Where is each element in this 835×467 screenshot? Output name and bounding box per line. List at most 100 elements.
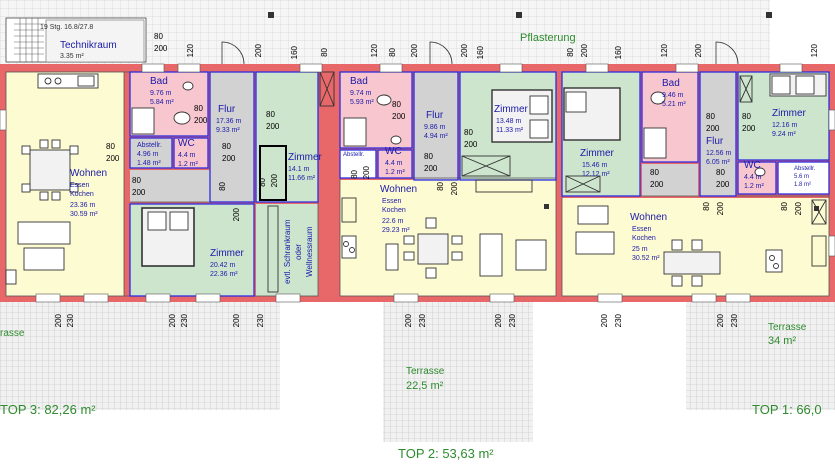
top1-wc-perimeter: 4.4 m: [744, 174, 762, 181]
top3-dim-200b: 200: [222, 154, 236, 163]
windows: [0, 63, 835, 303]
top2-flur-perimeter: 9.86 m: [424, 124, 446, 131]
dim-label: 200: [54, 314, 63, 328]
dim-label: 230: [180, 314, 189, 328]
top2-wc-area: 1.2 m²: [385, 169, 405, 176]
dim-label: 200: [694, 44, 703, 58]
top1-flur-room: [700, 72, 736, 196]
top3-abstell-perimeter: 4.96 m: [137, 151, 159, 158]
top3-dim-200a: 200: [194, 116, 208, 125]
top1-dim-80b: 80: [706, 112, 715, 121]
top1-dim-80c: 80: [742, 112, 751, 121]
top1-bad-perimeter: 9.46 m: [662, 92, 684, 99]
dim-label: 120: [660, 44, 669, 58]
top3-total-label: TOP 3: 82,26 m²: [0, 402, 96, 417]
top2-zimmer-perimeter: 13.48 m: [496, 118, 522, 125]
top3-wohnen-area: 30.59 m²: [70, 211, 98, 218]
top2-dim-200c: 200: [464, 140, 478, 149]
furniture: [5, 71, 827, 293]
top1-essen-label: Essen: [632, 226, 652, 233]
dim-label: 230: [66, 314, 75, 328]
dim-label: 80: [388, 48, 397, 57]
pflasterung-label: Pflasterung: [520, 32, 576, 44]
top3-abstell-label: Abstellr.: [137, 142, 162, 149]
stair-label: 19 Stg. 16.8/27.8: [40, 24, 94, 31]
dim-label: 230: [508, 314, 517, 328]
technikraum-area: 3.35 m²: [60, 53, 84, 60]
top1-flur-fill: [642, 164, 698, 196]
top1-abstell-label: Abstellr.: [794, 166, 816, 172]
dim-label: 120: [810, 44, 819, 58]
dim-label: 160: [614, 46, 623, 60]
top2-abstell-room: [340, 150, 376, 178]
top3-schrank-room: [256, 204, 318, 296]
top3-dim-80c: 80: [266, 110, 275, 119]
top2-dim-80b: 80: [424, 152, 433, 161]
top3-dim-200g: 200: [270, 174, 279, 188]
top3-schrank-line3: Wellnessraum: [305, 226, 314, 278]
top1-abstell-perimeter: 5.6 m: [794, 174, 810, 180]
top2-dim-80a: 80: [392, 100, 401, 109]
dim-label: 230: [256, 314, 265, 328]
top1-dim-200f: 200: [794, 202, 803, 216]
dim-label: 200: [716, 314, 725, 328]
top3-schrank-line2: oder: [294, 244, 303, 261]
top2-dim-80d: 80: [350, 170, 359, 179]
dim-label: 230: [418, 314, 427, 328]
top3-kochen-label: Kochen: [70, 191, 94, 198]
top1-wc-label: WC: [744, 160, 761, 171]
top1-zimmer1-label: Zimmer: [580, 148, 614, 159]
top3-bad-label: Bad: [150, 76, 168, 87]
top3-flur-fill: [210, 72, 254, 202]
dim-label: 80: [154, 32, 163, 41]
top1-bad-area: 5.21 m²: [662, 101, 686, 108]
top2-terrasse-label: Terrasse: [406, 366, 445, 377]
top3-dim-200c: 200: [266, 122, 280, 131]
top1-abstell-area: 1.8 m²: [794, 182, 812, 188]
entrance-doors: [221, 41, 739, 65]
top3-flur-label: Flur: [218, 104, 236, 115]
top3-flur-fill2: [130, 170, 210, 202]
top2-dim-200a: 200: [392, 112, 406, 121]
top3-dim-200e: 200: [132, 188, 146, 197]
top2-terrasse-area: 22,5 m²: [406, 380, 444, 392]
top3-zimmer2-area: 22.36 m²: [210, 271, 238, 278]
top1-dim-200c: 200: [742, 124, 756, 133]
top3-flur-area: 9.33 m²: [216, 127, 240, 134]
dim-label: 200: [404, 314, 413, 328]
top3-wc-label: WC: [178, 138, 195, 149]
top3-schrank-label: evtl. Schrankraum oder Wellnessraum: [282, 210, 326, 294]
top2-dim-200e: 200: [450, 182, 459, 196]
top3-essen-label: Essen: [70, 182, 90, 189]
dim-label: 200: [254, 44, 263, 58]
top3-schrank-line1: evtl. Schrankraum: [283, 219, 292, 285]
top3-abstell-room: [130, 138, 172, 168]
top3-zimmer1-perimeter: 14.1 m: [288, 166, 310, 173]
dim-label: 200: [580, 44, 589, 58]
top3-dim-80e: 80: [132, 176, 141, 185]
dim-label: 160: [290, 46, 299, 60]
top1-zimmer2-label: Zimmer: [772, 108, 806, 119]
top3-wohnen-label: Wohnen: [70, 168, 108, 179]
top2-abstell-label: Abstellr.: [343, 152, 365, 158]
top2-wc-label: WC: [385, 146, 402, 157]
top3-flur-perimeter: 17.36 m: [216, 118, 242, 125]
top1-terrasse-area: 34 m²: [768, 335, 797, 347]
top1-flur-perimeter: 12.56 m: [706, 150, 732, 157]
top3-dim-80a: 80: [194, 104, 203, 113]
top1-bad-label: Bad: [662, 78, 680, 89]
top1-dim-200a: 200: [650, 180, 664, 189]
top3-zimmer2-label: Zimmer: [210, 248, 244, 259]
top1-kochen-label: Kochen: [632, 235, 656, 242]
top2-wohnen-perimeter: 22.6 m: [382, 218, 404, 225]
terrace-top2: [383, 300, 533, 442]
top1-zimmer2-perimeter: 12.16 m: [772, 122, 798, 129]
top2-kochen-label: Kochen: [382, 207, 406, 214]
top3-zimmer2-perimeter: 20.42 m: [210, 262, 236, 269]
dim-label: 120: [370, 44, 379, 58]
top1-total-label: TOP 1: 66,0: [752, 402, 822, 417]
top2-dim-200d: 200: [362, 166, 371, 180]
top1-dim-200d: 200: [716, 180, 730, 189]
